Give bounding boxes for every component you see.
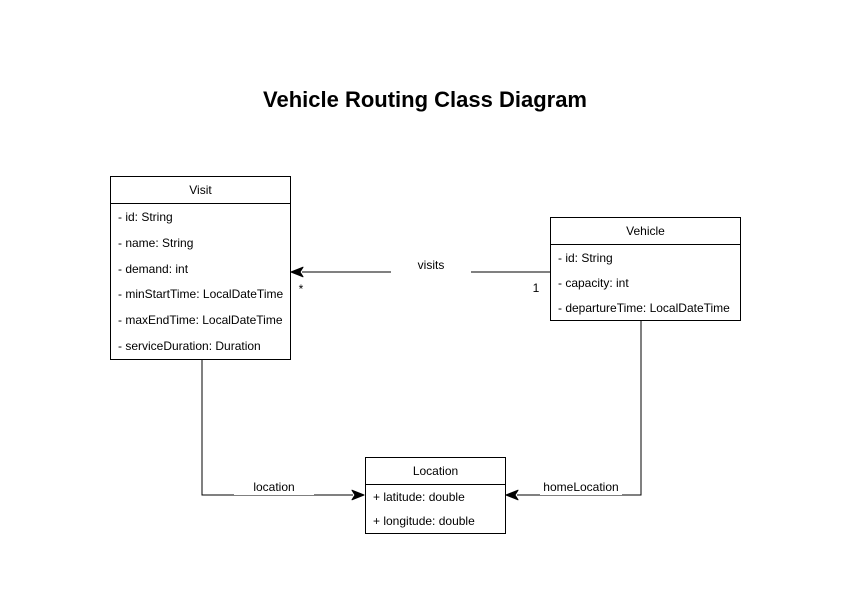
class-location[interactable]: Location + latitude: double + longitude:… [365, 457, 506, 534]
edge-location[interactable] [201, 359, 365, 501]
diagram-title: Vehicle Routing Class Diagram [263, 87, 587, 112]
class-attribute: - name: String [118, 235, 194, 250]
class-attribute: - maxEndTime: LocalDateTime [118, 313, 283, 328]
class-visit[interactable]: Visit - id: String - name: String - dema… [110, 176, 291, 360]
class-visit-name: Visit [111, 177, 290, 204]
edge-home-location[interactable] [505, 320, 642, 501]
multiplicity-visits-source[interactable]: 1 [532, 281, 540, 295]
class-location-attributes: + latitude: double + longitude: double [366, 485, 505, 533]
class-attribute: - demand: int [118, 261, 189, 276]
class-attribute: - minStartTime: LocalDateTime [118, 287, 284, 302]
class-attribute: + longitude: double [373, 514, 475, 528]
class-attribute: - departureTime: LocalDateTime [558, 300, 730, 315]
class-location-name: Location [366, 458, 505, 485]
edge-label-location[interactable]: location [234, 480, 314, 495]
class-attribute: - id: String [118, 209, 173, 224]
edge-label-home-location[interactable]: homeLocation [540, 480, 622, 495]
class-attribute: - serviceDuration: Duration [118, 339, 261, 354]
class-attribute: - capacity: int [558, 275, 629, 290]
class-vehicle-attributes: - id: String - capacity: int - departure… [551, 245, 740, 320]
edge-label-visits[interactable]: visits [391, 258, 471, 273]
class-vehicle-name: Vehicle [551, 218, 740, 245]
class-attribute: + latitude: double [373, 490, 465, 504]
class-attribute: - id: String [558, 250, 613, 265]
multiplicity-visits-target[interactable]: * [298, 282, 304, 296]
class-visit-attributes: - id: String - name: String - demand: in… [111, 204, 290, 359]
class-vehicle[interactable]: Vehicle - id: String - capacity: int - d… [550, 217, 741, 321]
